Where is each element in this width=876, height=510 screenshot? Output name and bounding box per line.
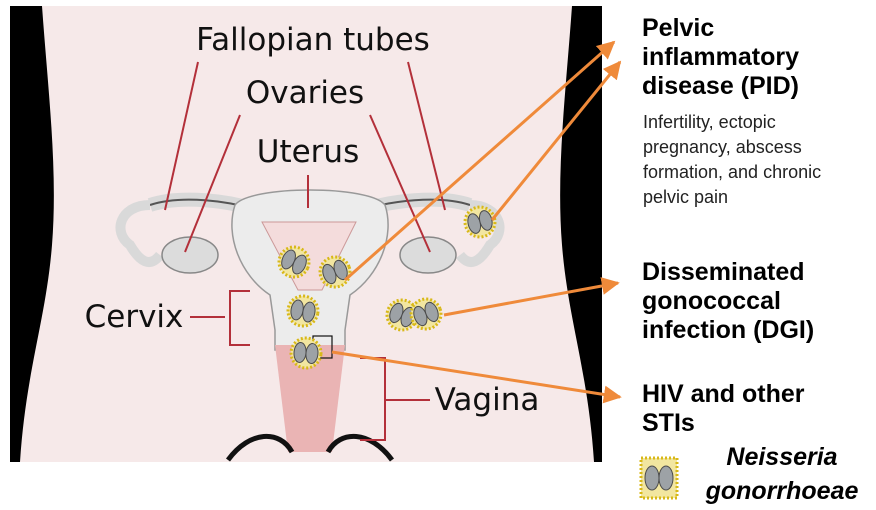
label-vagina: Vagina bbox=[435, 382, 540, 418]
legend-name-line2: gonorrhoeae bbox=[693, 474, 871, 508]
hiv-title: HIV and other STIs bbox=[642, 380, 805, 438]
left-ovary bbox=[162, 237, 218, 273]
dgi-title: Disseminated gonococcal infection (DGI) bbox=[642, 258, 814, 345]
pid-title-line3: disease (PID) bbox=[642, 72, 799, 101]
dgi-title-line1: Disseminated bbox=[642, 258, 814, 287]
label-cervix: Cervix bbox=[85, 299, 184, 335]
right-ovary bbox=[400, 237, 456, 273]
diplococcus-icon bbox=[641, 458, 677, 498]
dgi-title-line3: infection (DGI) bbox=[642, 316, 814, 345]
dgi-title-line2: gonococcal bbox=[642, 287, 814, 316]
pid-title-line1: Pelvic bbox=[642, 14, 799, 43]
pid-title-line2: inflammatory bbox=[642, 43, 799, 72]
hiv-title-line1: HIV and other bbox=[642, 380, 805, 409]
label-fallopian-tubes: Fallopian tubes bbox=[196, 22, 430, 58]
legend-species-name: Neisseria gonorrhoeae bbox=[693, 440, 871, 508]
pid-title: Pelvic inflammatory disease (PID) bbox=[642, 14, 799, 101]
legend-name-line1: Neisseria bbox=[693, 440, 871, 474]
hiv-title-line2: STIs bbox=[642, 409, 805, 438]
label-uterus: Uterus bbox=[257, 134, 359, 170]
pid-description: Infertility, ectopic pregnancy, abscess … bbox=[643, 110, 868, 210]
label-ovaries: Ovaries bbox=[246, 75, 364, 111]
